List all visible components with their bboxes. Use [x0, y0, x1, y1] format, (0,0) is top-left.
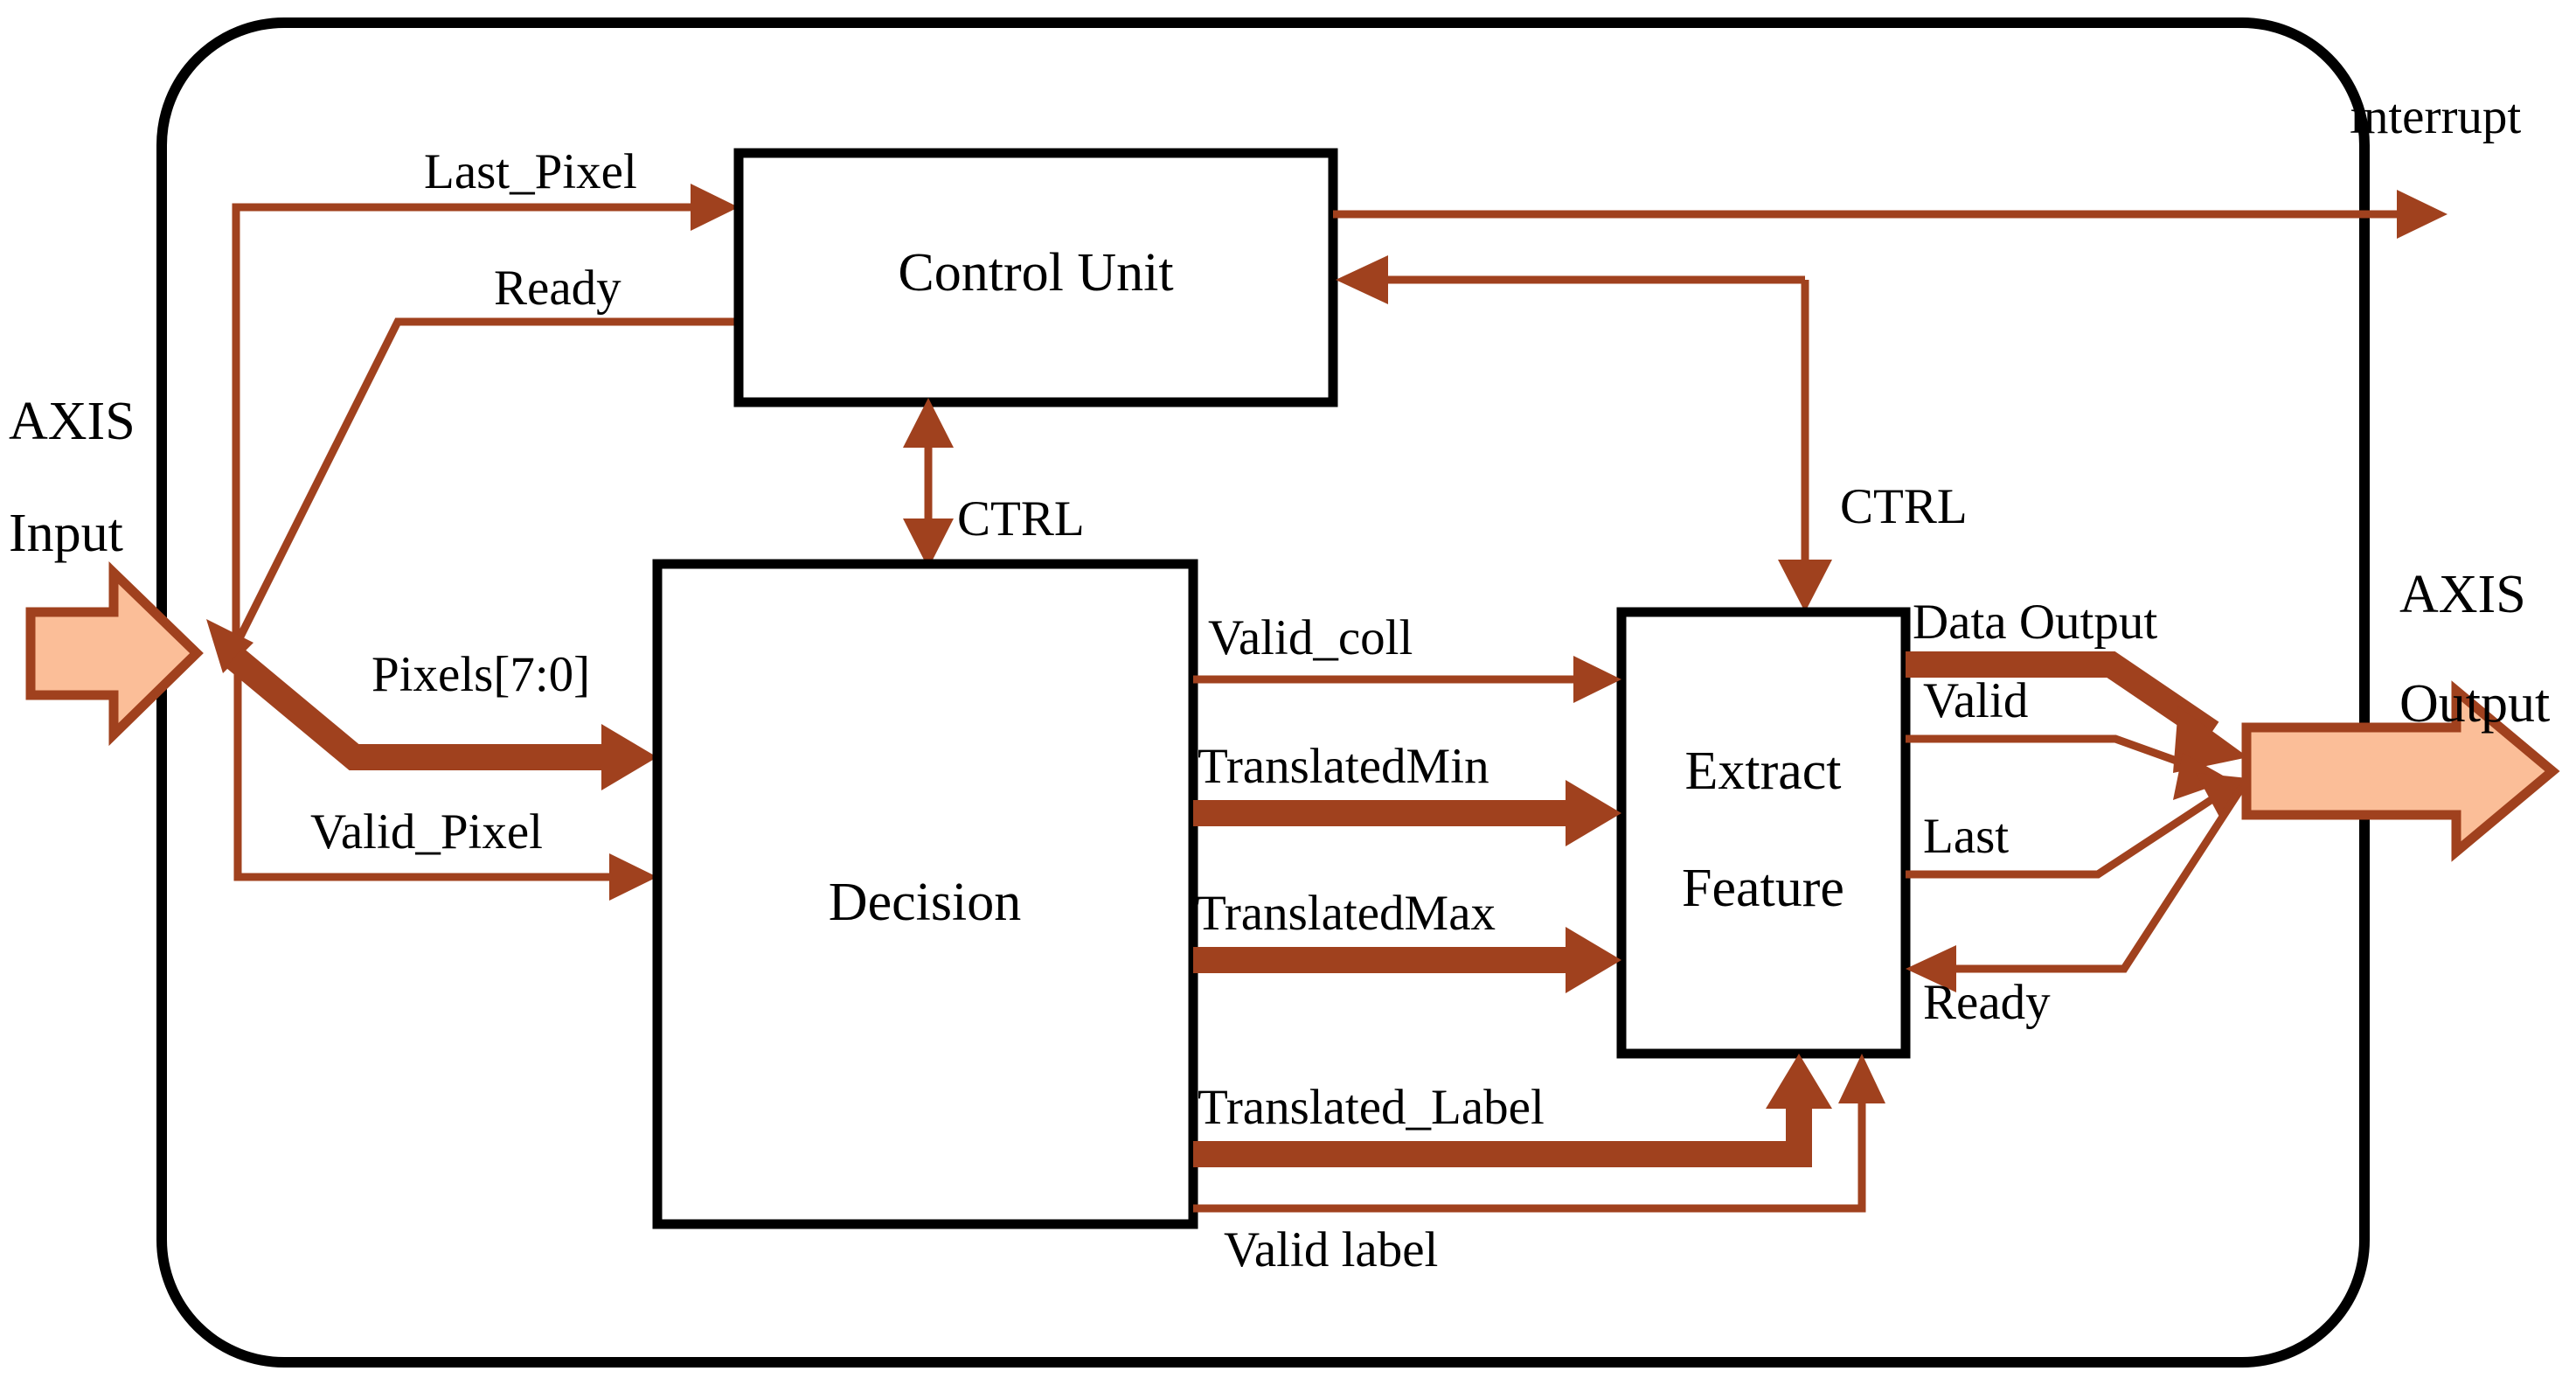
arrowhead-valid-pixel — [609, 853, 657, 901]
label-data-output: Data Output — [1913, 595, 2157, 650]
block-extract-feature[interactable] — [1616, 607, 1911, 1059]
axis-output-arrow[interactable] — [2241, 680, 2560, 862]
label-last-out: Last — [1923, 809, 2009, 864]
wire-ready-out — [1939, 784, 2246, 973]
label-translated-max: TranslatedMax — [1196, 886, 1496, 941]
arrowhead-valid-label — [1838, 1054, 1885, 1103]
label-last-pixel: Last_Pixel — [424, 144, 637, 199]
wire-valid-out — [1906, 734, 2198, 772]
label-valid-label: Valid label — [1224, 1222, 1438, 1277]
arrowhead-ctrl-right — [1778, 560, 1832, 612]
axis-input-label-line1: AXIS — [9, 392, 135, 451]
axis-input-arrow[interactable] — [25, 561, 204, 747]
label-translated-min: TranslatedMin — [1198, 739, 1489, 794]
label-valid-pixel: Valid_Pixel — [310, 804, 543, 860]
arrowhead-ctrl-feedback — [1336, 255, 1388, 304]
extract-feature-label-line2: Feature — [1682, 859, 1844, 918]
arrowhead-ready-out — [1906, 945, 1956, 992]
label-translated-label: Translated_Label — [1198, 1080, 1545, 1135]
wire-last-out — [1906, 790, 2223, 879]
arrowhead-ctrl-left-down — [903, 519, 954, 568]
arrowhead-pixels-bus — [601, 724, 657, 790]
label-ready-in: Ready — [494, 261, 621, 316]
block-control-unit[interactable] — [733, 148, 1338, 407]
control-unit-label: Control Unit — [898, 243, 1173, 303]
block-decision[interactable] — [652, 559, 1198, 1229]
arrowhead-translated-min — [1566, 780, 1621, 846]
arrowhead-last-pixel — [691, 184, 739, 231]
decision-label: Decision — [829, 873, 1021, 932]
arrowhead-last-out — [2196, 773, 2248, 818]
arrowhead-ready-in — [206, 619, 253, 673]
label-ctrl-right: CTRL — [1840, 479, 1968, 534]
wire-valid-pixel — [233, 665, 642, 881]
wire-pixels-bus — [226, 647, 629, 770]
wire-valid-label — [1193, 1082, 1866, 1213]
wire-data-output — [1906, 651, 2219, 744]
label-valid-coll: Valid_coll — [1208, 610, 1413, 665]
wire-translated-label — [1193, 1096, 1812, 1167]
arrowhead-interrupt — [2397, 190, 2448, 239]
label-ready-out: Ready — [1923, 975, 2051, 1030]
arrowhead-valid-coll — [1573, 656, 1621, 703]
arrowhead-data-output — [2173, 706, 2248, 773]
wire-last-pixel — [232, 203, 726, 651]
arrowhead-translated-max — [1566, 927, 1621, 993]
arrowhead-ctrl-left-up — [903, 398, 954, 448]
axis-output-label-line1: AXIS — [2399, 565, 2526, 624]
axis-input-label-line2: Input — [9, 504, 123, 563]
extract-feature-label-line1: Extract — [1684, 741, 1841, 801]
axis-output-label-line2: Output — [2399, 674, 2550, 734]
label-pixels: Pixels[7:0] — [371, 647, 590, 702]
label-valid-out: Valid — [1923, 673, 2028, 728]
label-ctrl-left: CTRL — [957, 491, 1085, 546]
label-interrupt: interrupt — [2350, 89, 2521, 144]
wire-ready-in — [230, 317, 739, 651]
arrowhead-translated-label — [1766, 1054, 1832, 1109]
